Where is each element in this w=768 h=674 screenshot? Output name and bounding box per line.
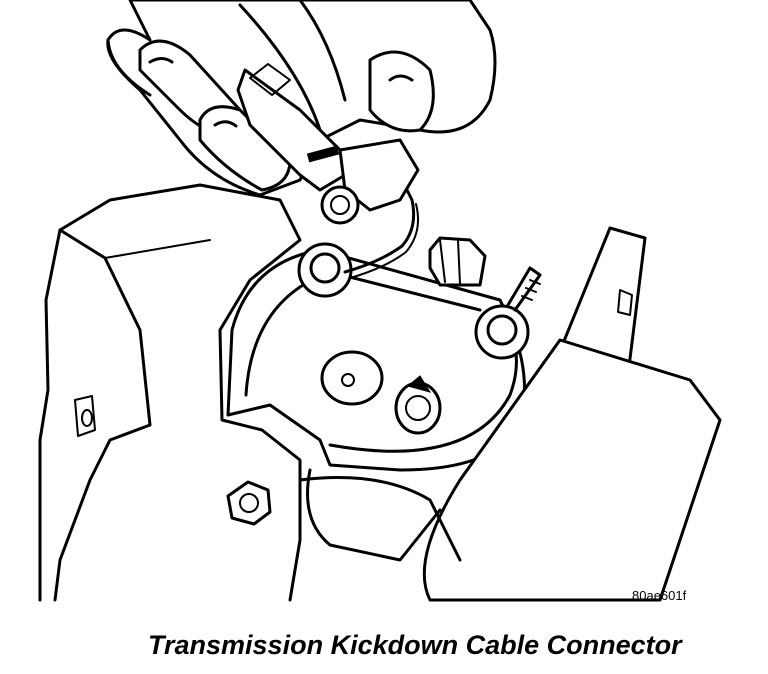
hand-icon bbox=[106, 0, 497, 197]
figure-id-label: 80ae601f bbox=[632, 588, 687, 603]
throttle-body-housing bbox=[38, 183, 302, 602]
throttle-shaft bbox=[320, 350, 442, 435]
kickdown-cable bbox=[343, 178, 419, 279]
figure-caption: Transmission Kickdown Cable Connector bbox=[148, 630, 682, 660]
idle-stop-screw bbox=[428, 236, 487, 287]
throttle-cable-ball-stud bbox=[474, 266, 542, 360]
cable-connector-icon bbox=[236, 63, 420, 225]
throttle-linkage-illustration bbox=[38, 0, 722, 602]
kickdown-ball-stud bbox=[297, 242, 353, 298]
cable-housing-cylinder bbox=[298, 338, 722, 602]
mounting-bolt bbox=[226, 480, 272, 526]
